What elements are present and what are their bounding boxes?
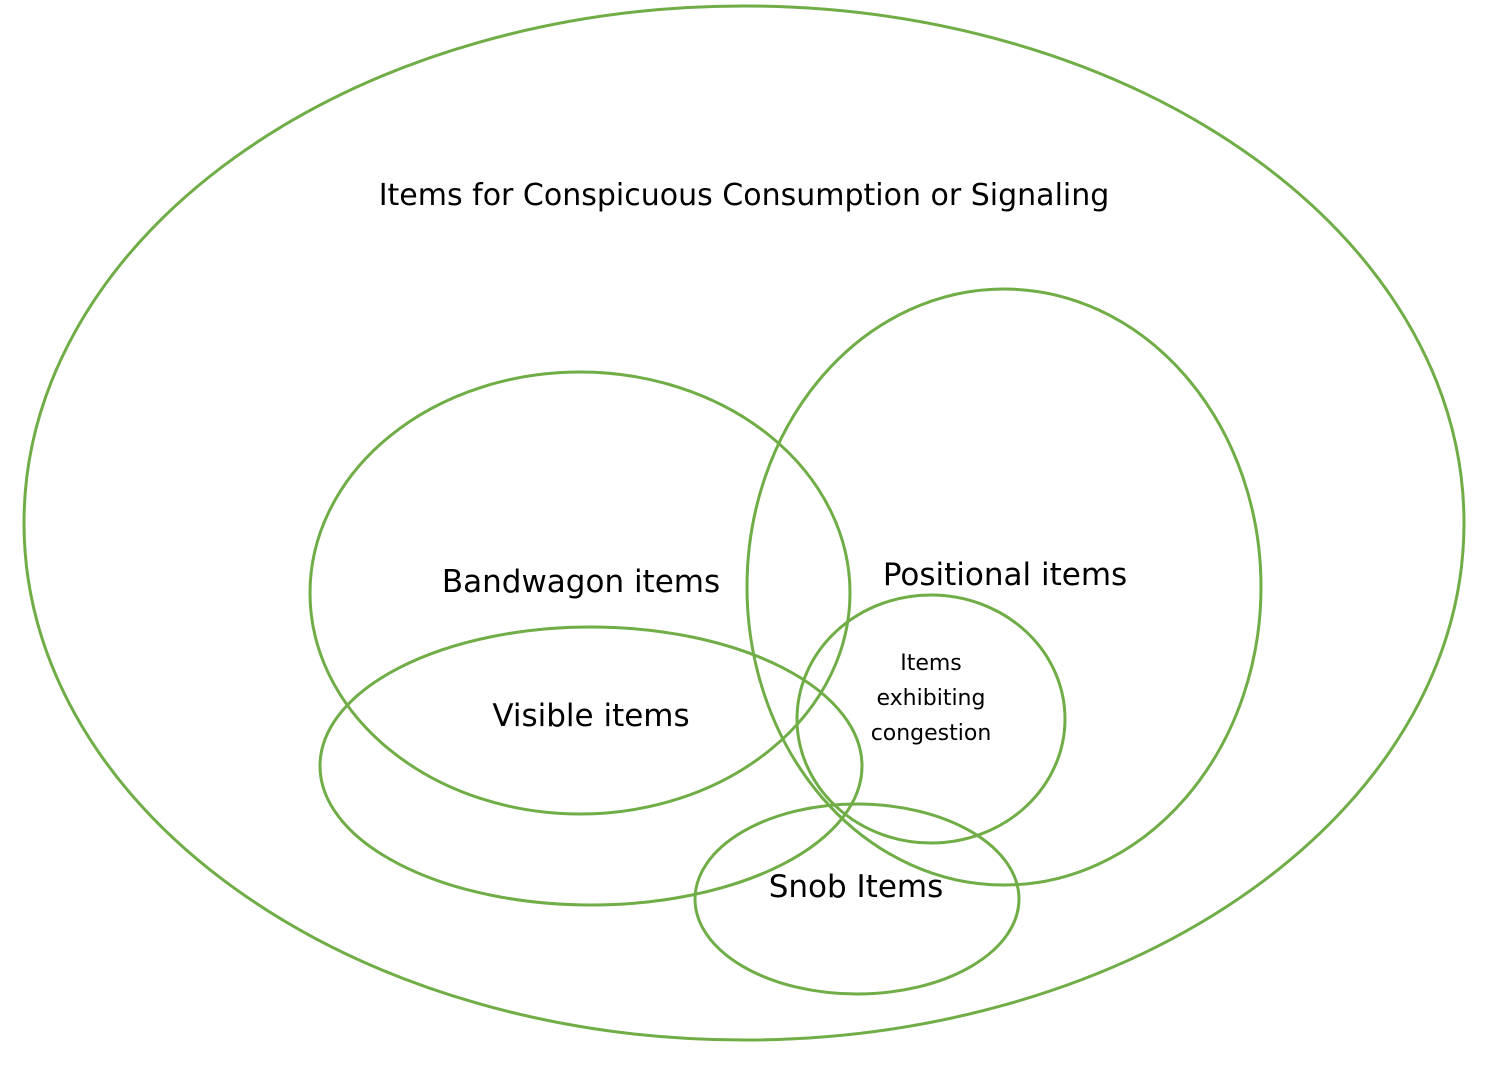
congestion-set-ellipse: [795, 593, 1067, 845]
congestion-set-label-line-2: exhibiting: [877, 686, 986, 711]
snob-set-label: Snob Items: [769, 869, 944, 905]
outer-set-ellipse: [22, 4, 1466, 1042]
congestion-set-label-line-3: congestion: [871, 721, 992, 746]
outer-set-label: Items for Conspicuous Consumption or Sig…: [379, 178, 1110, 213]
positional-set-ellipse: [745, 287, 1263, 887]
bandwagon-set-ellipse: [308, 370, 852, 816]
positional-set-label: Positional items: [883, 557, 1127, 593]
snob-set-ellipse: [693, 802, 1021, 996]
visible-set-label: Visible items: [492, 698, 689, 734]
visible-set-ellipse: [318, 625, 864, 907]
congestion-set-label-line-1: Items: [900, 651, 962, 676]
bandwagon-set-label: Bandwagon items: [442, 564, 720, 600]
